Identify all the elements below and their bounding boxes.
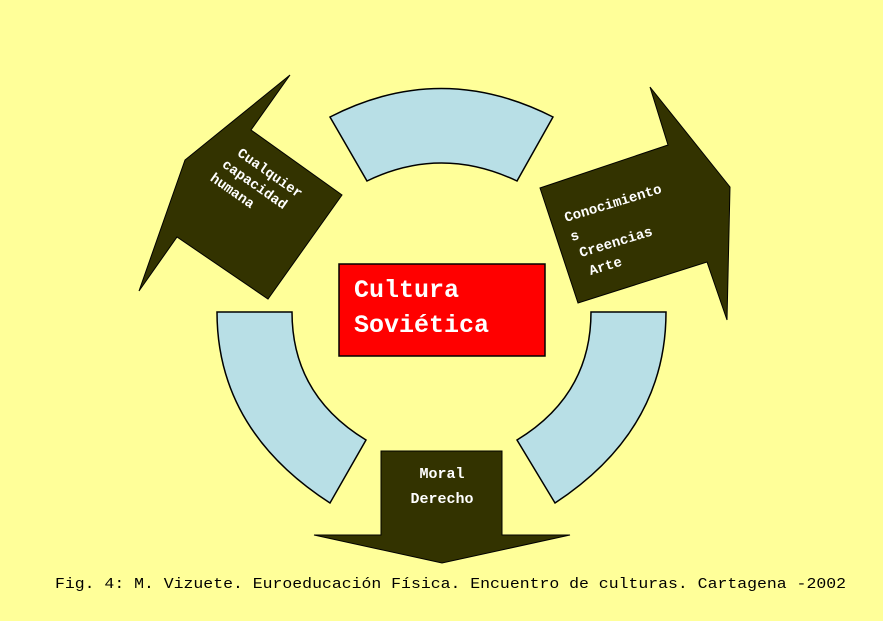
arrow-bottom xyxy=(313,450,571,564)
center-title-line-2: Soviética xyxy=(354,311,489,340)
arrow-right xyxy=(539,86,731,321)
ring-segment-right xyxy=(515,311,667,505)
ring-segment-top xyxy=(328,87,555,182)
center-title-line-1: Cultura xyxy=(354,276,459,305)
arrow-bottom-line-1: Moral xyxy=(419,466,464,483)
center-box xyxy=(338,263,546,357)
ring-segment-left xyxy=(216,311,368,505)
arrow-left xyxy=(138,74,343,300)
figure-caption: Fig. 4: M. Vizuete. Euroeducación Física… xyxy=(55,576,846,593)
arrow-bottom-line-2: Derecho xyxy=(410,491,473,508)
